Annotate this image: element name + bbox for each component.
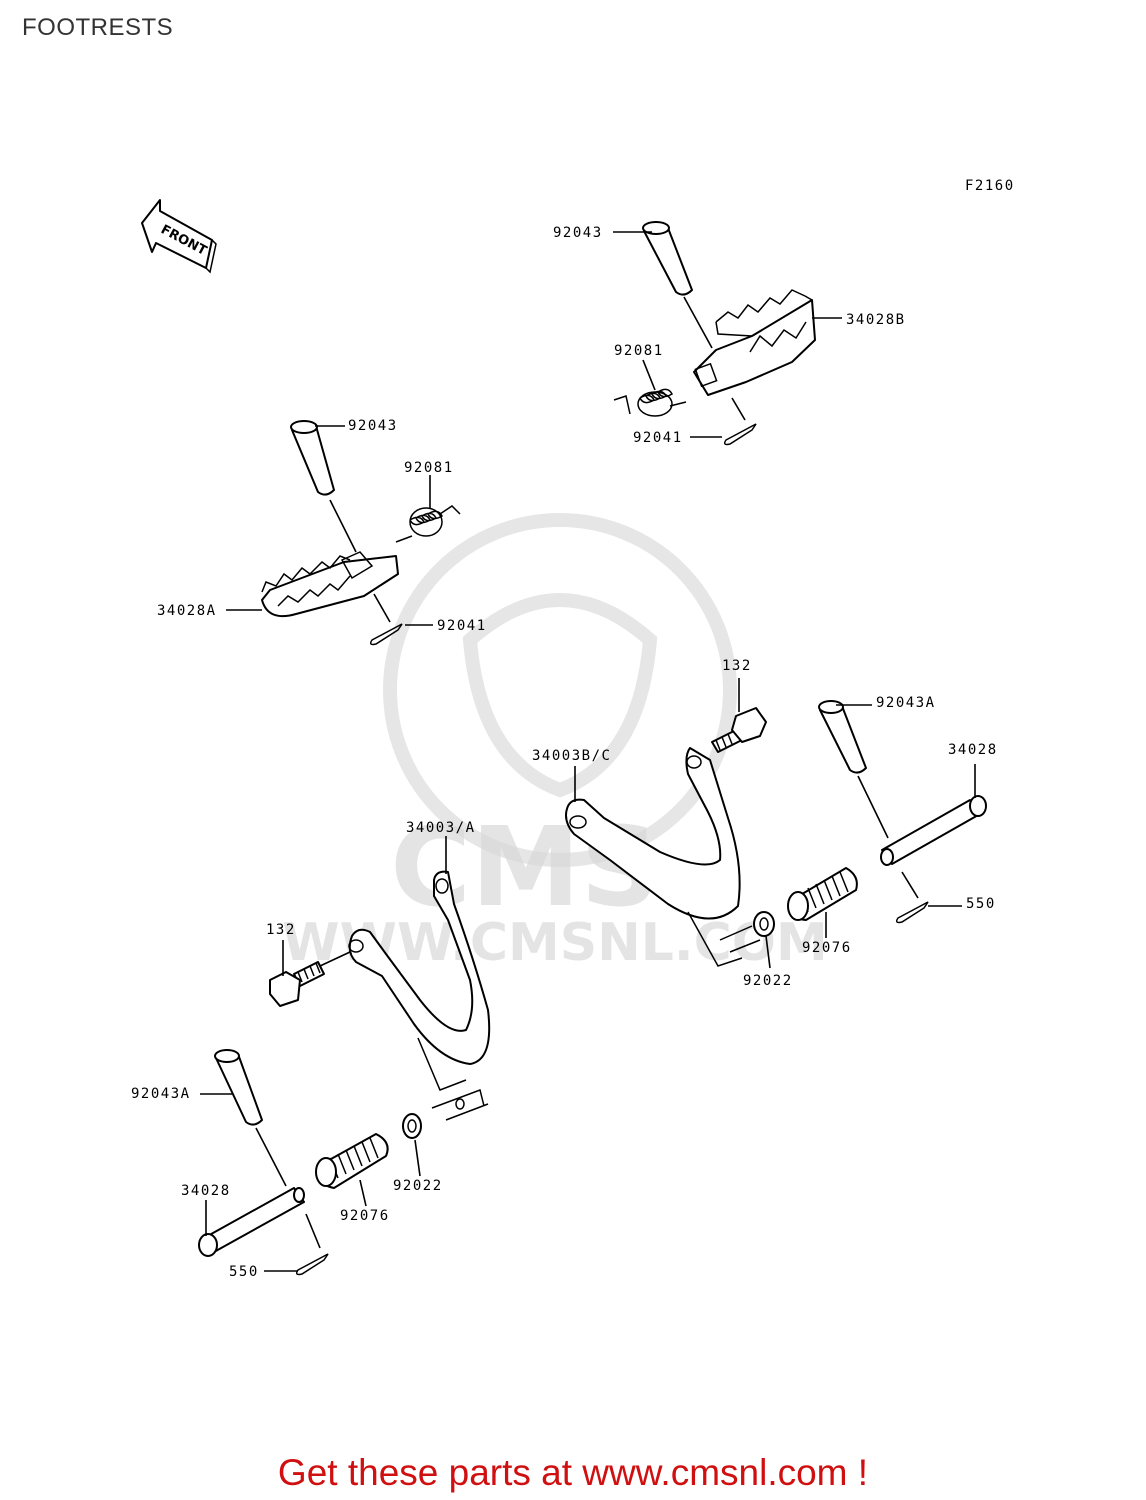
footpeg-34028A-part: [261, 551, 399, 618]
label-34028B: 34028B: [846, 312, 906, 328]
label-550-left: 550: [229, 1264, 259, 1280]
label-34028-left: 34028: [181, 1183, 231, 1199]
label-92041-left: 92041: [437, 618, 487, 634]
label-132-left: 132: [266, 922, 296, 938]
figure-code: F2160: [965, 178, 1015, 194]
axle-34028-left-part: [198, 1187, 305, 1257]
bolt-132-left-part: [269, 961, 325, 1007]
rubber-92076-left-part: [315, 1133, 389, 1189]
label-92043A-right: 92043A: [876, 695, 936, 711]
bracket-34003A-part: [348, 870, 491, 1121]
front-arrow-icon: FRONT: [141, 199, 217, 274]
label-92081-top: 92081: [614, 343, 664, 359]
bracket-34003BC-part: [565, 747, 761, 967]
pin-92043-top-part: [642, 221, 693, 296]
cotter-pin-550-left-part: [295, 1253, 329, 1276]
label-34028-right: 34028: [948, 742, 998, 758]
label-92041-top: 92041: [633, 430, 683, 446]
label-132-right: 132: [722, 658, 752, 674]
footpeg-34028B-part: [693, 289, 816, 396]
cotter-pin-92041-top-part: [723, 423, 757, 446]
rubber-92076-right-part: [787, 867, 858, 921]
page-title: FOOTRESTS: [22, 14, 174, 41]
label-92076-left: 92076: [340, 1208, 390, 1224]
bracket-assembly-right: 132 92043A 34003B/C 34028 550 92076 9202…: [532, 658, 998, 989]
cotter-pin-550-right-part: [895, 901, 929, 924]
cotter-pin-92041-left-part: [369, 623, 403, 646]
axle-34028-right-part: [880, 795, 987, 866]
label-34028A: 34028A: [157, 603, 217, 619]
footer-link[interactable]: Get these parts at www.cmsnl.com !: [277, 1452, 869, 1493]
bracket-assembly-left: 34003/A 132 92043A 34028 92022 92076 550: [131, 820, 491, 1280]
label-34003A: 34003/A: [406, 820, 476, 836]
label-550-right: 550: [966, 896, 996, 912]
footpeg-assembly-right: 92043 34028B 92081 92041: [553, 221, 906, 446]
washer-92022-right-part: [753, 911, 775, 937]
spring-92081-left-part: [395, 505, 461, 543]
label-92076-right: 92076: [802, 940, 852, 956]
pin-92043A-right-part: [818, 700, 867, 774]
label-92022-left: 92022: [393, 1178, 443, 1194]
label-92043A-left: 92043A: [131, 1086, 191, 1102]
footpeg-assembly-left: 92043 92081 34028A 92041: [157, 418, 487, 646]
spring-92081-top-part: [613, 388, 687, 417]
label-92043-left: 92043: [348, 418, 398, 434]
pin-92043A-left-part: [214, 1049, 263, 1126]
label-92043-top: 92043: [553, 225, 603, 241]
label-92081-left: 92081: [404, 460, 454, 476]
label-34003BC: 34003B/C: [532, 748, 611, 764]
pin-92043-left-part: [290, 420, 335, 496]
label-92022-right: 92022: [743, 973, 793, 989]
bolt-132-right-part: [711, 707, 767, 753]
washer-92022-left-part: [402, 1113, 422, 1139]
